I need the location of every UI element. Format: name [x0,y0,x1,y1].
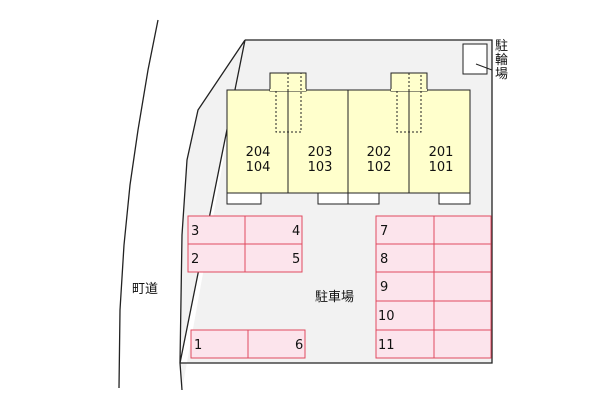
parking-space-11: 11 [378,338,395,353]
parking-space-6: 6 [295,338,303,353]
parking-space-8: 8 [380,252,388,267]
road-label: 町道 [132,282,158,297]
parking-space-10: 10 [378,309,395,324]
unit-lower-103: 103 [308,160,333,175]
parking-space-1: 1 [194,338,202,353]
bicycle-parking-label-3: 場 [495,67,508,82]
unit-upper-203: 203 [308,145,333,160]
unit-lower-102: 102 [367,160,392,175]
road-edge-line [118,19,159,389]
unit-upper-204: 204 [246,145,271,160]
parking-space-9: 9 [380,280,388,295]
bicycle-parking-box [462,43,488,75]
balcony-tab-4 [438,192,471,205]
parking-area-label: 駐車場 [315,290,354,305]
bicycle-parking-label-1: 駐 [495,39,508,54]
unit-upper-202: 202 [367,145,392,160]
balcony-tab-2 [317,192,350,205]
unit-lower-101: 101 [429,160,454,175]
parking-block-left-lower: 1 6 [190,329,306,359]
parking-space-4: 4 [292,224,300,239]
parking-block-left-upper: 3 4 2 5 [187,215,303,273]
bicycle-parking-label-2: 輪 [495,52,508,68]
bicycle-parking-leader [475,63,493,71]
parking-space-2: 2 [191,252,199,267]
parking-space-3: 3 [191,224,199,239]
parking-space-5: 5 [292,252,300,267]
parking-space-7: 7 [380,224,388,239]
apartment-building: 204 104 203 103 202 102 201 101 [226,72,471,205]
parking-block-right: 7 8 9 10 11 [375,215,492,359]
unit-lower-104: 104 [246,160,271,175]
unit-upper-201: 201 [429,145,454,160]
balcony-tab-3 [347,192,380,205]
balcony-tab-1 [226,192,262,205]
